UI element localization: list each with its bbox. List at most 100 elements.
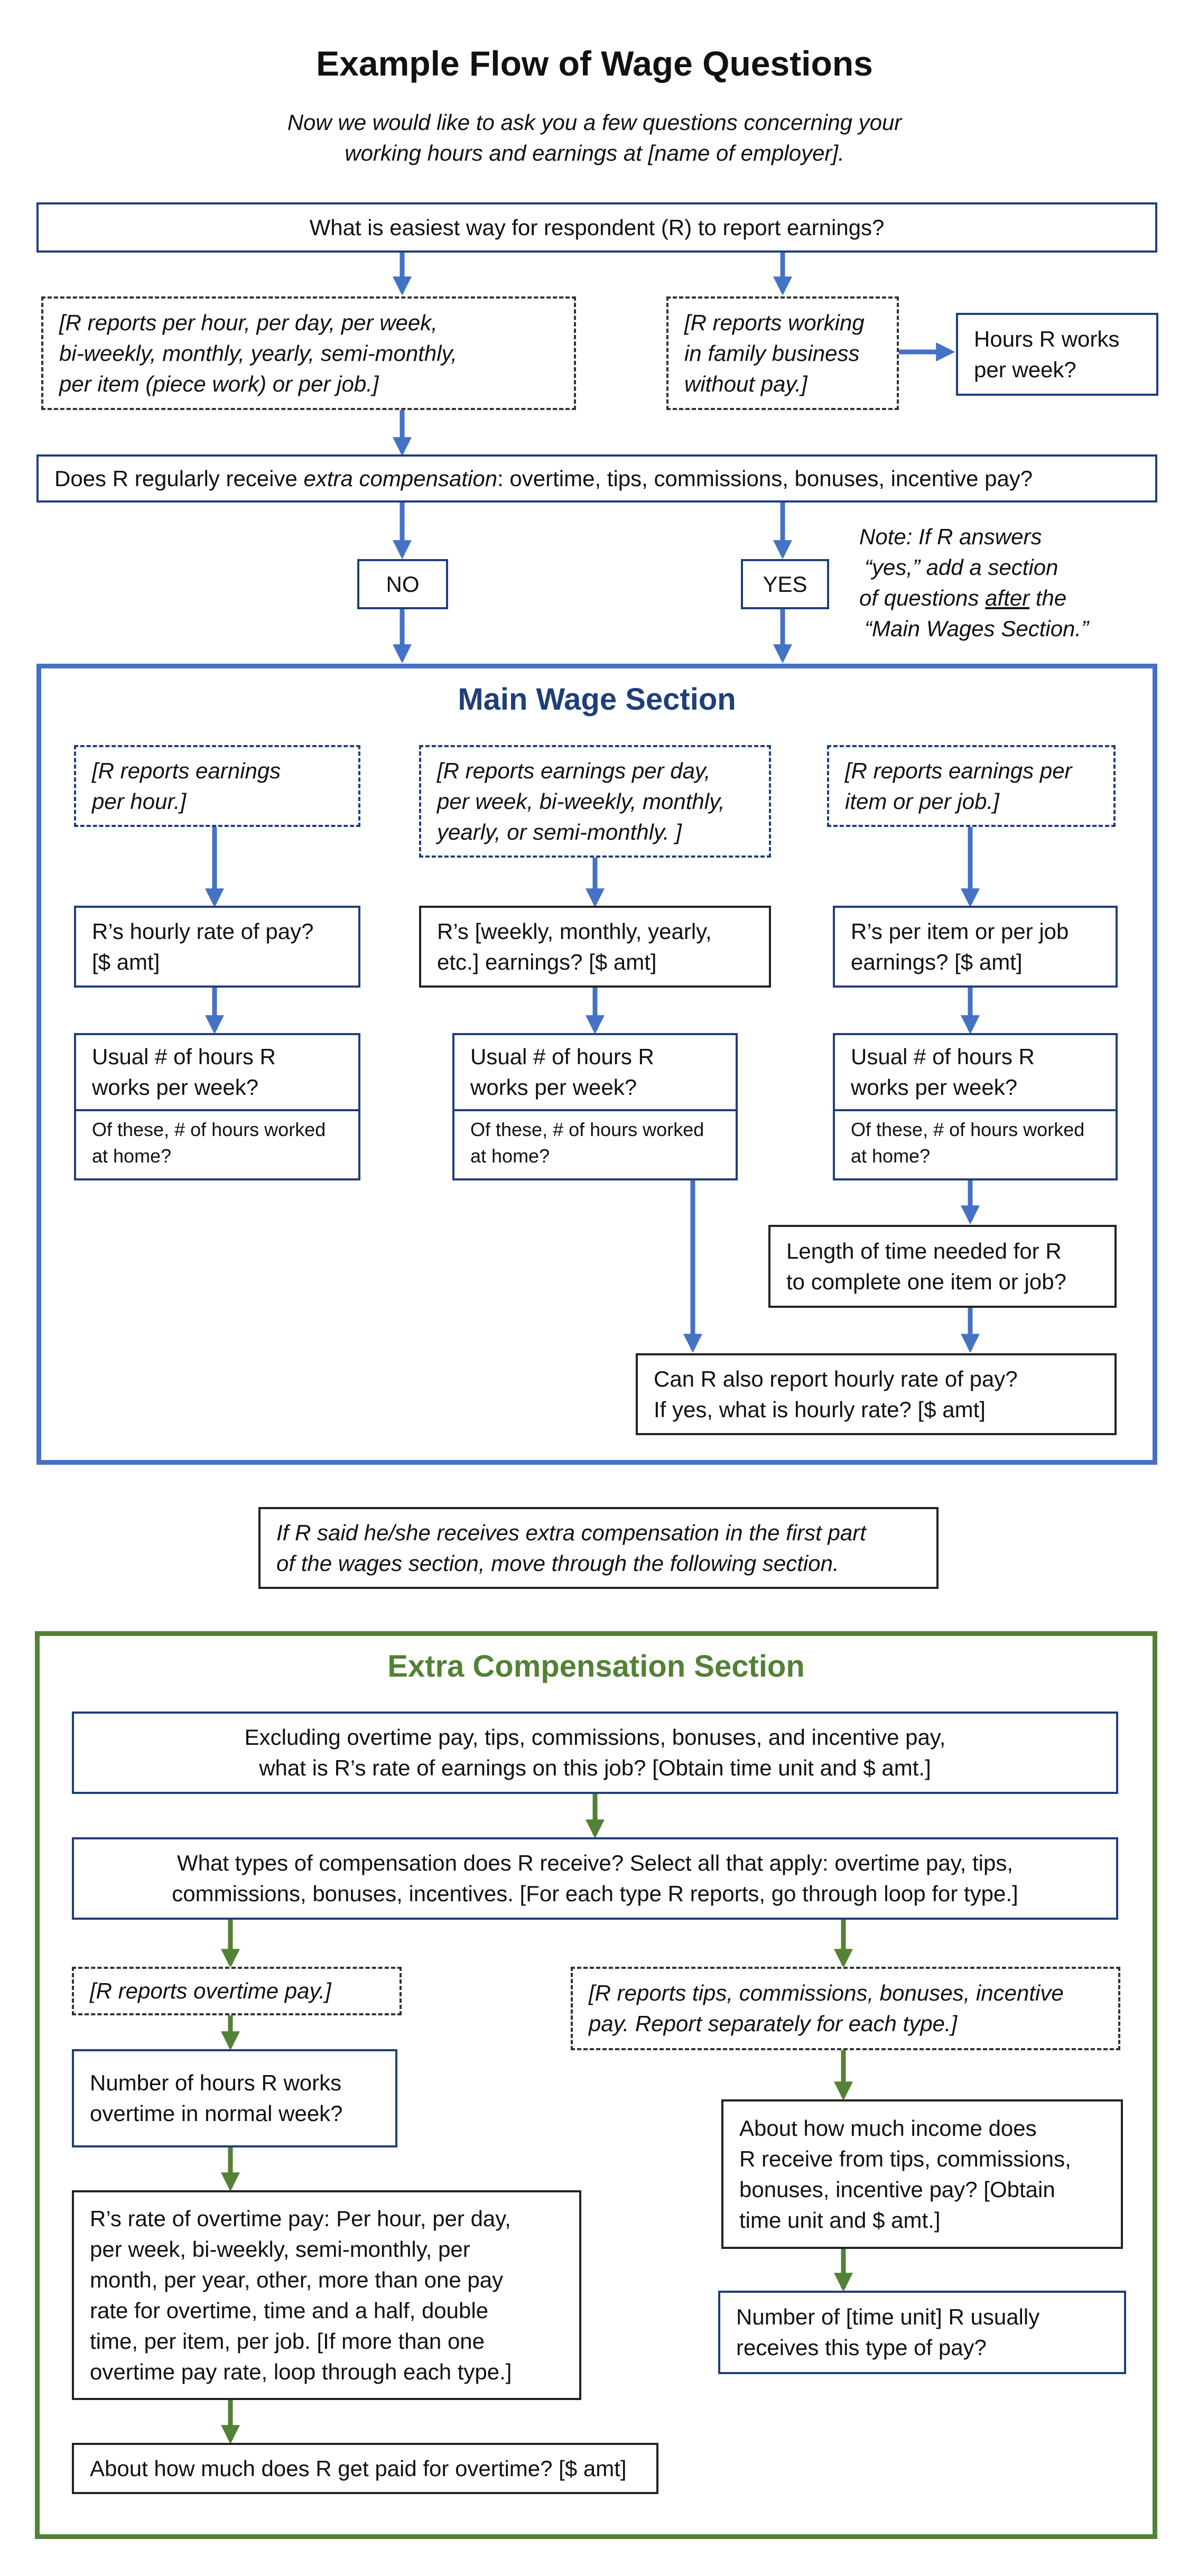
usual-line: Usual # of hours R [851,1044,1035,1069]
usual-line: works per week? [470,1075,637,1100]
no-box: NO [357,559,448,609]
yes-box: YES [741,559,829,609]
home-line: Of these, # of hours worked [92,1119,326,1140]
ot-rate-line: time, per item, per job. [If more than o… [90,2328,485,2354]
col2-usual-hours-box: Usual # of hours R works per week? Of th… [452,1033,738,1180]
report-line: per hour.] [92,788,187,814]
note-line: “yes,” add a section [865,555,1058,580]
report-line: [R reports earnings per [845,758,1072,783]
home-line: Of these, # of hours worked [851,1119,1085,1140]
hours-week-line: per week? [974,357,1076,382]
col2-earnings-box: R’s [weekly, monthly, yearly, etc.] earn… [419,906,771,988]
note-fragment: of questions [859,585,986,610]
report-line: [R reports earnings [92,758,281,783]
transition-line: of the wages section, move through the f… [276,1550,839,1576]
extra-compensation-section [35,1631,1157,2539]
yes-label: YES [763,571,807,597]
extra-compensation-section-title: Extra Compensation Section [387,1649,805,1684]
family-business-box: [R reports working in family business wi… [666,296,899,410]
rate-line: R’s [weekly, monthly, yearly, [437,918,712,944]
col2-report-box: [R reports earnings per day, per week, b… [419,745,771,858]
hourly-line: If yes, what is hourly rate? [$ amt] [654,1397,986,1422]
report-per-box: [R reports per hour, per day, per week, … [41,296,576,410]
ot-rate-line: overtime pay rate, loop through each typ… [90,2359,512,2384]
report-per-line: [R reports per hour, per day, per week, [59,310,438,335]
usual-hours-question: Usual # of hours R works per week? [76,1035,358,1111]
ot-rate-line: R’s rate of overtime pay: Per hour, per … [90,2206,511,2231]
ot-amount-text: About how much does R get paid for overt… [90,2456,627,2481]
extra-compensation-question: Does R regularly receive extra compensat… [36,454,1157,503]
overtime-rate-box: R’s rate of overtime pay: Per hour, per … [72,2190,581,2400]
ot-rate-line: per week, bi-weekly, semi-monthly, per [90,2236,470,2262]
home-hours-question: Of these, # of hours worked at home? [835,1111,1116,1175]
family-business-line: in family business [684,340,860,366]
main-wage-section-title: Main Wage Section [458,682,736,717]
rate-line: earnings? [$ amt] [851,949,1023,974]
home-hours-question: Of these, # of hours worked at home? [76,1111,358,1175]
home-hours-question: Of these, # of hours worked at home? [454,1111,736,1175]
report-per-line: bi-weekly, monthly, yearly, semi-monthly… [59,340,458,366]
overtime-amount-box: About how much does R get paid for overt… [72,2443,658,2494]
overtime-report-box: [R reports overtime pay.] [72,1967,402,2015]
compensation-types-box: What types of compensation does R receiv… [72,1837,1118,1920]
report-line: per week, bi-weekly, monthly, [437,788,725,814]
note-fragment: the [1029,585,1067,610]
usual-hours-question: Usual # of hours R works per week? [835,1035,1116,1111]
length-line: to complete one item or job? [786,1269,1066,1294]
hours-per-week-box: Hours R works per week? [956,313,1158,396]
tips-report-line: [R reports tips, commissions, bonuses, i… [589,1980,1064,2005]
col1-hourly-rate-box: R’s hourly rate of pay? [$ amt] [74,906,360,988]
tips-report-box: [R reports tips, commissions, bonuses, i… [571,1967,1120,2050]
time-unit-line: receives this type of pay? [736,2335,987,2360]
income-line: time unit and $ amt.] [739,2207,941,2233]
ot-rate-line: month, per year, other, more than one pa… [90,2267,504,2292]
intro-text: Now we would like to ask you a few quest… [0,107,1189,169]
col1-usual-hours-box: Usual # of hours R works per week? Of th… [74,1033,360,1180]
report-per-line: per item (piece work) or per job.] [59,371,379,396]
family-business-line: [R reports working [684,310,865,335]
length-of-time-box: Length of time needed for R to complete … [768,1225,1117,1308]
excluding-question-box: Excluding overtime pay, tips, commission… [72,1712,1118,1794]
note-text: Note: If R answers “yes,” add a section … [859,522,1155,644]
note-line: of questions after the [859,583,1155,613]
question-text: What is easiest way for respondent (R) t… [309,215,885,240]
col3-report-box: [R reports earnings per item or per job.… [827,745,1116,827]
home-line: at home? [470,1145,550,1167]
hourly-rate-followup-box: Can R also report hourly rate of pay? If… [636,1353,1117,1435]
report-line: yearly, or semi-monthly. ] [437,819,682,844]
no-label: NO [386,571,420,597]
report-line: item or per job.] [845,788,999,814]
excluding-line: Excluding overtime pay, tips, commission… [244,1725,946,1750]
length-line: Length of time needed for R [786,1238,1062,1263]
time-unit-line: Number of [time unit] R usually [736,2304,1040,2329]
question-easiest-way: What is easiest way for respondent (R) t… [36,202,1157,253]
income-line: R receive from tips, commissions, [739,2146,1071,2171]
usual-line: works per week? [92,1075,259,1100]
usual-line: Usual # of hours R [470,1044,654,1069]
family-business-line: without pay.] [684,371,807,396]
tips-income-box: About how much income does R receive fro… [721,2099,1123,2249]
types-line: commissions, bonuses, incentives. [For e… [172,1881,1018,1906]
col1-report-box: [R reports earnings per hour.] [74,745,360,827]
overtime-report-text: [R reports overtime pay.] [90,1978,331,2003]
ot-hours-line: Number of hours R works [90,2070,342,2095]
rate-line: R’s hourly rate of pay? [92,918,314,944]
intro-line: Now we would like to ask you a few quest… [287,110,902,135]
col3-usual-hours-box: Usual # of hours R works per week? Of th… [833,1033,1118,1180]
rate-line: [$ amt] [92,949,160,974]
transition-note: If R said he/she receives extra compensa… [258,1507,939,1589]
home-line: Of these, # of hours worked [470,1119,704,1140]
tips-report-line: pay. Report separately for each type.] [589,2011,958,2036]
time-unit-box: Number of [time unit] R usually receives… [718,2291,1126,2374]
report-line: [R reports earnings per day, [437,758,711,783]
note-underline: after [985,585,1030,610]
question-emphasis: extra compensation [303,466,498,491]
home-line: at home? [851,1145,931,1167]
overtime-hours-box: Number of hours R works overtime in norm… [72,2049,397,2147]
hourly-line: Can R also report hourly rate of pay? [654,1366,1018,1391]
usual-hours-question: Usual # of hours R works per week? [454,1035,736,1111]
intro-line: working hours and earnings at [name of e… [345,141,844,165]
home-line: at home? [92,1145,172,1167]
hours-week-line: Hours R works [974,326,1120,351]
col3-item-earnings-box: R’s per item or per job earnings? [$ amt… [833,906,1118,988]
